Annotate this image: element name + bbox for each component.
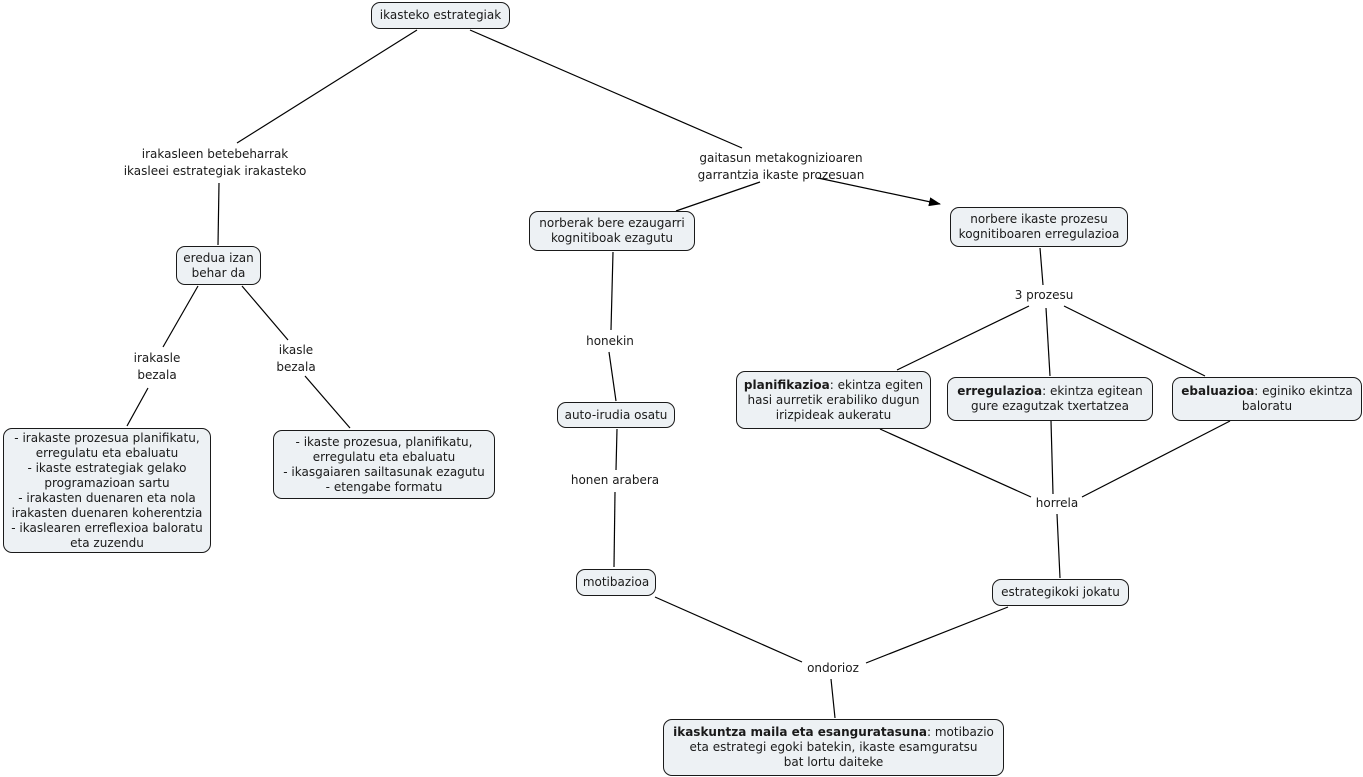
node-planifikazioa[interactable]: planifikazioa: ekintza egiten hasi aurre…: [736, 371, 931, 429]
node-rest: : eginiko ekintza baloratu: [1241, 384, 1353, 413]
connector-eredua-irakasle-bezala: [162, 285, 199, 348]
node-erregulazioa[interactable]: erregulazioa: ekintza egitean gure ezagu…: [947, 377, 1153, 421]
node-motibazioa[interactable]: motibazioa: [576, 569, 656, 596]
connector-root-gaitasun: [469, 29, 743, 149]
connector-horrela-estrategikoki: [1056, 513, 1061, 579]
connector-norbere-3prozesu: [1039, 247, 1044, 286]
node-term: ebaluazioa: [1181, 384, 1255, 398]
node-norbere-ikaste-prozesu[interactable]: norbere ikaste prozesu kognitiboaren err…: [950, 207, 1128, 247]
link-label-ondorioz[interactable]: ondorioz: [807, 661, 859, 675]
node-rest: : ekintza egitean gure ezagutzak txertat…: [970, 384, 1143, 413]
connector-root-irakasleen: [236, 29, 418, 144]
node-label: ikasteko estrategiak: [379, 8, 502, 22]
connector-irakasle-bezala-list: [126, 387, 149, 427]
connector-3prozesu-erregulazioa: [1045, 307, 1051, 377]
connector-ondorioz-ikaskuntza: [830, 678, 836, 719]
node-rest: : ekintza egiten hasi aurretik erabiliko…: [747, 377, 924, 422]
connector-norberak-honekin: [610, 251, 614, 331]
node-label: motibazioa: [582, 575, 650, 589]
node-term: erregulazioa: [957, 384, 1043, 398]
link-label-honen-arabera[interactable]: honen arabera: [570, 473, 660, 487]
node-label: norbere ikaste prozesu kognitiboaren err…: [958, 212, 1120, 241]
node-label: - irakaste prozesua planifikatu, erregul…: [11, 430, 203, 550]
connector-motibazioa-ondorioz: [654, 596, 803, 663]
connector-autoirudia-honenarabera: [615, 428, 618, 471]
connector-estrategikoki-ondorioz: [865, 606, 1009, 664]
node-label: auto-irudia osatu: [564, 407, 668, 422]
connector-erregulazioa-horrela: [1050, 420, 1054, 495]
node-label: norberak bere ezaugarri kognitiboak ezag…: [539, 216, 685, 245]
node-label: ebaluazioa: eginiko ekintza baloratu: [1181, 384, 1352, 414]
link-label-3-prozesu[interactable]: 3 prozesu: [1014, 288, 1074, 302]
connector-3prozesu-ebaluazioa: [1063, 305, 1206, 377]
node-term: ikaskuntza maila eta esanguratasuna: [673, 725, 927, 739]
node-ebaluazioa[interactable]: ebaluazioa: eginiko ekintza baloratu: [1172, 377, 1362, 421]
node-label: erregulazioa: ekintza egitean gure ezagu…: [957, 384, 1143, 414]
link-label-irakasleen-betebeharrak[interactable]: irakasleen betebeharrak ikasleei estrate…: [123, 147, 307, 178]
connector-irakasleen-eredua: [217, 182, 220, 246]
node-label: ikaskuntza maila eta esanguratasuna: mot…: [673, 725, 994, 770]
node-term: planifikazioa: [743, 377, 830, 392]
link-label-horrela[interactable]: horrela: [1035, 496, 1079, 510]
node-label: planifikazioa: ekintza egiten hasi aurre…: [744, 378, 923, 423]
node-ikasteko-estrategiak[interactable]: ikasteko estrategiak: [371, 2, 510, 29]
node-norberak-bere-ezaugarri[interactable]: norberak bere ezaugarri kognitiboak ezag…: [529, 211, 695, 251]
connector-gaitasun-norbere-arrow: [817, 177, 941, 207]
connector-honenarabera-motibazioa: [613, 491, 616, 568]
node-irakasle-zereginak-list[interactable]: - irakaste prozesua planifikatu, erregul…: [3, 428, 211, 553]
node-eredua-izan-behar-da[interactable]: eredua izan behar da: [176, 246, 261, 285]
connector-3prozesu-planifikazioa: [896, 305, 1030, 371]
link-label-gaitasun-metakognizioaren[interactable]: gaitasun metakognizioaren garrantzia ika…: [697, 151, 865, 182]
connector-ebaluazioa-horrela: [1081, 420, 1231, 498]
node-auto-irudia-osatu[interactable]: auto-irudia osatu: [557, 402, 675, 428]
node-ikaskuntza-maila[interactable]: ikaskuntza maila eta esanguratasuna: mot…: [663, 719, 1004, 776]
connector-honekin-autoirudia: [608, 351, 617, 402]
link-label-honekin[interactable]: honekin: [586, 334, 634, 348]
connector-planifikazioa-horrela: [879, 428, 1032, 498]
link-label-ikasle-bezala[interactable]: ikasle bezala: [276, 343, 316, 374]
node-rest: : motibazio eta estrategi egoki batekin,…: [689, 725, 994, 769]
node-label: eredua izan behar da: [183, 250, 254, 280]
connector-gaitasun-norberak: [675, 181, 761, 212]
connector-ikasle-bezala-list: [304, 375, 351, 429]
node-label: - ikaste prozesua, planifikatu, erregula…: [283, 434, 485, 494]
node-label: estrategikoki jokatu: [1001, 585, 1120, 599]
connector-eredua-ikasle-bezala: [241, 285, 289, 341]
node-ikasle-zereginak-list[interactable]: - ikaste prozesua, planifikatu, erregula…: [273, 430, 495, 499]
node-estrategikoki-jokatu[interactable]: estrategikoki jokatu: [992, 579, 1129, 606]
link-label-irakasle-bezala[interactable]: irakasle bezala: [133, 351, 181, 382]
